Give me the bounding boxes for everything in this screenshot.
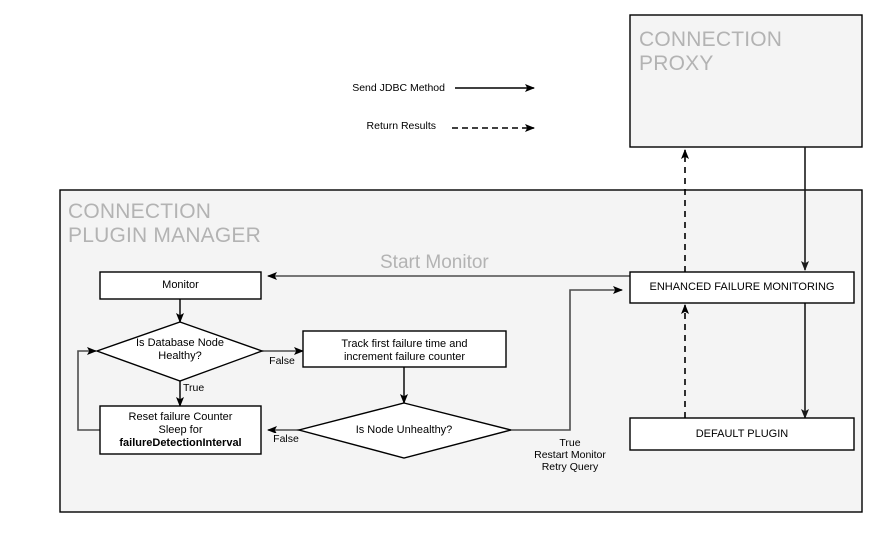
- default-plugin-node[interactable]: [629, 417, 855, 451]
- connection-proxy-box: [629, 14, 863, 148]
- is-database-node-healthy-node[interactable]: [94, 321, 265, 382]
- is-node-unhealthy-node[interactable]: [296, 402, 512, 459]
- enhanced-failure-monitoring-node[interactable]: [629, 271, 855, 304]
- track-failure-node[interactable]: [302, 330, 507, 368]
- edge-unhealthy-true-to-efm: [511, 286, 623, 431]
- edge-reset-loop-to-healthy: [77, 347, 100, 431]
- reset-failure-counter-node[interactable]: [99, 405, 262, 455]
- monitor-node[interactable]: [99, 271, 262, 300]
